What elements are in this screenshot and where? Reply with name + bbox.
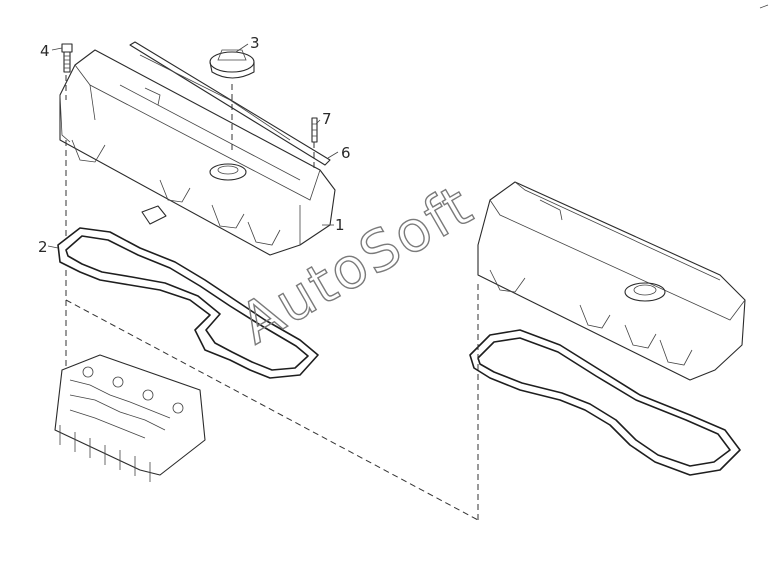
valve-cover-right (477, 181, 746, 381)
cylinder-head (54, 354, 206, 482)
assembly-leaders (65, 75, 479, 521)
stud (311, 117, 318, 143)
valve-cover-left (59, 49, 336, 256)
callout-2: 2 (38, 238, 48, 256)
callout-7: 7 (322, 110, 332, 128)
cover-gasket-right (469, 329, 741, 476)
retainer-clip (141, 205, 167, 225)
corner-mark (759, 4, 769, 9)
callout-3: 3 (250, 34, 260, 52)
callout-6: 6 (341, 144, 351, 162)
breather-plate (129, 41, 331, 166)
callout-leaders (47, 43, 339, 249)
cover-gasket-left (57, 227, 319, 379)
bolt (61, 43, 73, 73)
callout-1: 1 (335, 216, 345, 234)
callout-4: 4 (40, 42, 50, 60)
watermark-text: AutoSoft (230, 173, 485, 358)
oil-filler-cap (209, 49, 255, 79)
